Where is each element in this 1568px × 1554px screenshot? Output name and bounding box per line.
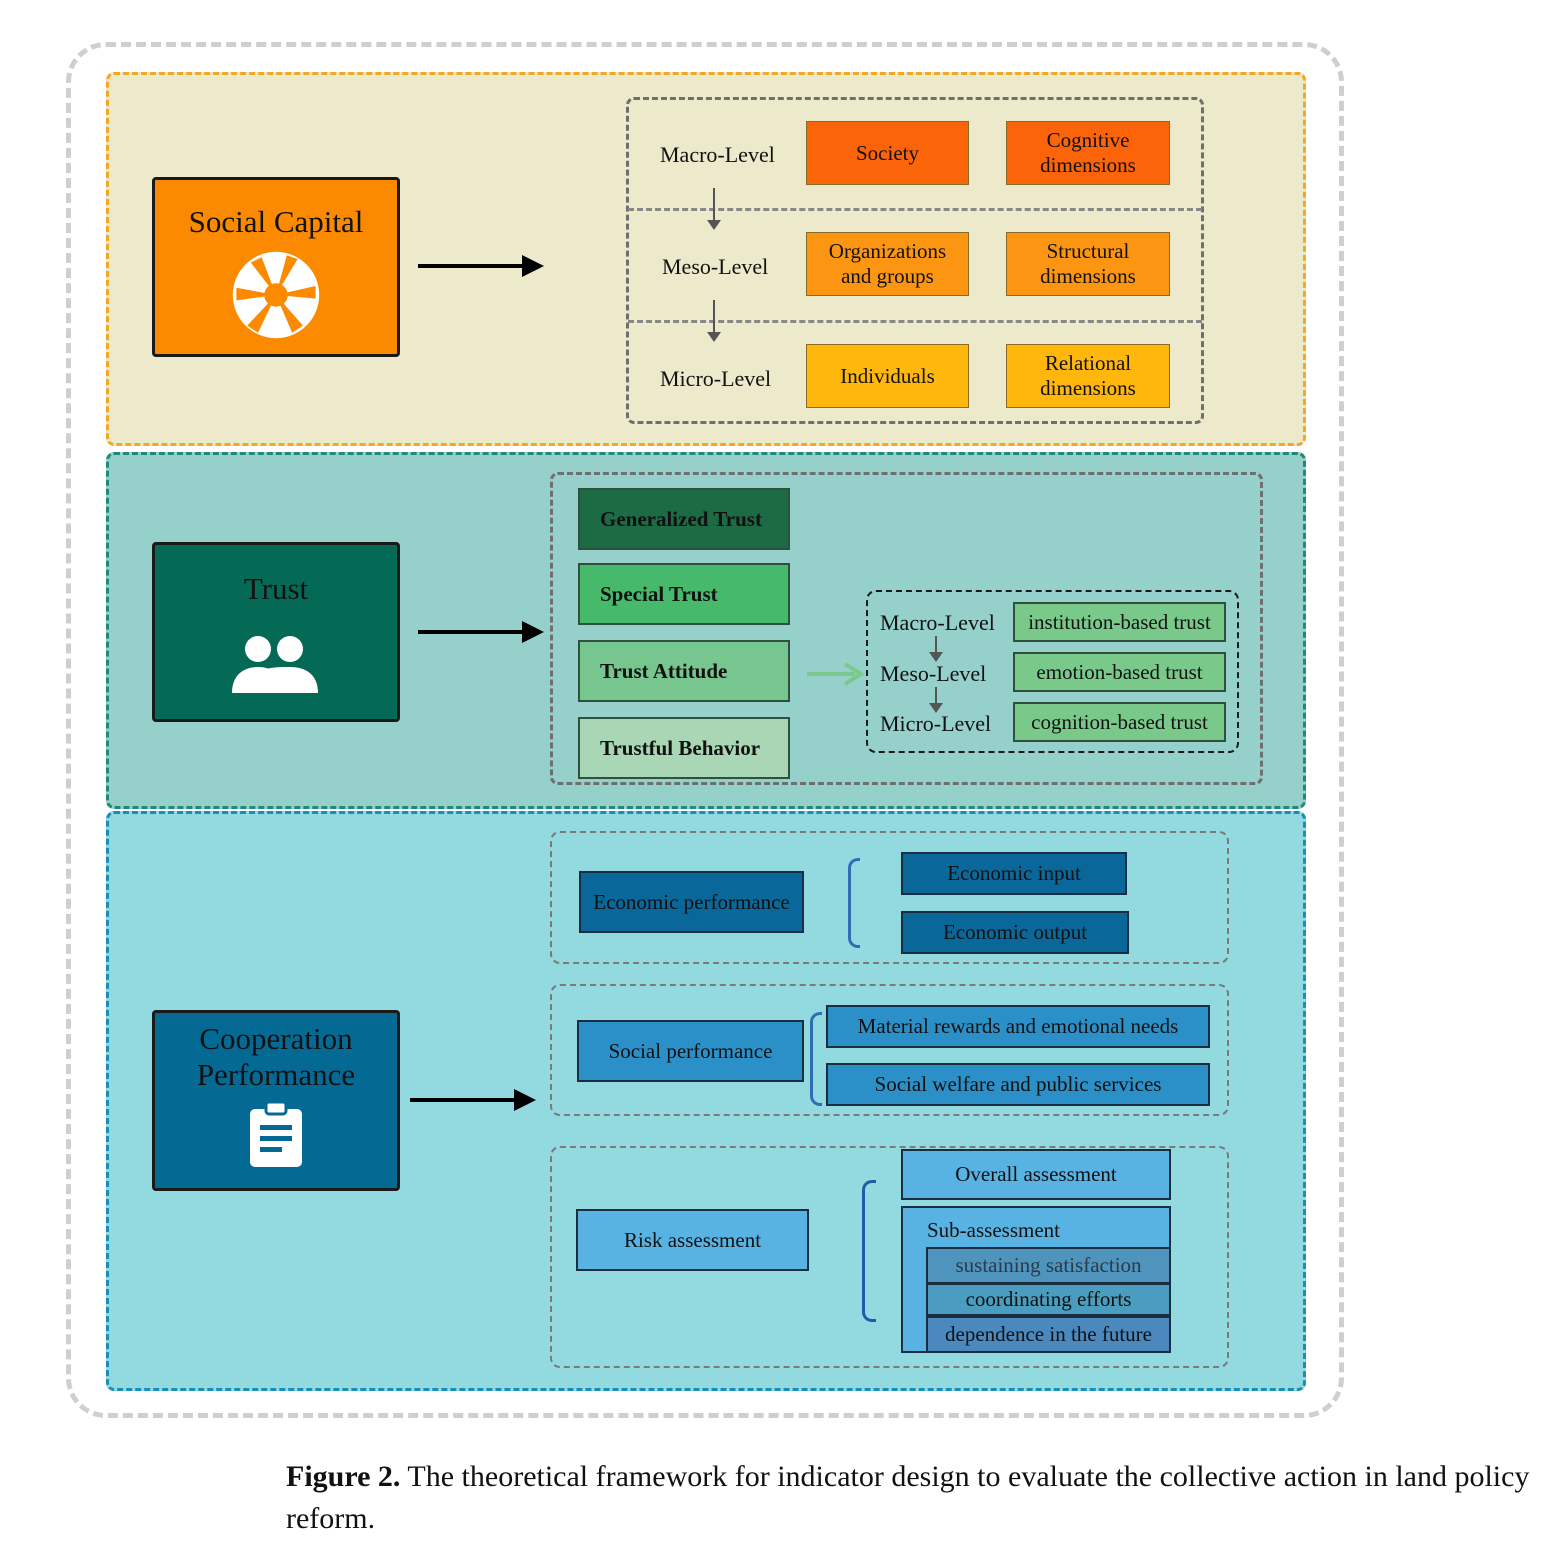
cooperation-title-line1: Cooperation	[199, 1021, 353, 1056]
level-separator	[628, 320, 1202, 323]
sc-organizations-cell: Organizations and groups	[806, 232, 969, 296]
sc-structural-cell: Structural dimensions	[1006, 232, 1170, 296]
arrow-trust	[418, 621, 544, 643]
risk-assessment-box: Risk assessment	[576, 1209, 809, 1271]
green-arrow-icon	[807, 662, 865, 686]
trust-types-group	[550, 472, 1263, 785]
trust-type-generalized: Generalized Trust	[578, 488, 790, 550]
caption-label: Figure 2.	[286, 1460, 401, 1493]
economic-group	[550, 831, 1229, 964]
economic-performance-box: Economic performance	[579, 871, 804, 933]
social-capital-levels-group	[626, 97, 1204, 424]
aperture-icon	[232, 251, 320, 339]
clipboard-icon	[250, 1100, 302, 1167]
people-icon	[232, 636, 318, 693]
institution-based-trust-cell: institution-based trust	[1013, 602, 1226, 642]
trust-header: Trust	[152, 542, 400, 722]
level-separator	[628, 208, 1202, 211]
trust-type-attitude: Trust Attitude	[578, 640, 790, 702]
trust-level-micro: Micro-Level	[880, 711, 992, 736]
arrow-cooperation	[410, 1089, 536, 1111]
social-brace	[810, 1012, 822, 1106]
economic-input-box: Economic input	[901, 852, 1127, 895]
sc-society-cell: Society	[806, 121, 969, 185]
trust-type-behavior: Trustful Behavior	[578, 717, 790, 779]
sub-item-sustaining-satisfaction: sustaining satisfaction	[926, 1247, 1171, 1284]
caption-text: The theoretical framework for indicator …	[286, 1460, 1530, 1535]
figure-caption: Figure 2. The theoretical framework for …	[286, 1456, 1556, 1540]
risk-group	[550, 1146, 1229, 1368]
outer-frame	[66, 42, 1344, 1418]
social-capital-title: Social Capital	[188, 204, 364, 239]
social-welfare-box: Social welfare and public services	[826, 1063, 1210, 1106]
trust-type-special: Special Trust	[578, 563, 790, 625]
social-capital-header: Social Capital	[152, 177, 400, 357]
arrow-social-capital	[418, 255, 544, 277]
sc-cognitive-cell: Cognitive dimensions	[1006, 121, 1170, 185]
sc-relational-cell: Relational dimensions	[1006, 344, 1170, 408]
social-group	[550, 984, 1229, 1116]
sc-level-macro: Macro-Level	[660, 142, 775, 167]
material-rewards-box: Material rewards and emotional needs	[826, 1005, 1210, 1048]
sub-item-coordinating-efforts: coordinating efforts	[926, 1283, 1171, 1316]
down-arrow	[929, 687, 943, 713]
economic-output-box: Economic output	[901, 911, 1129, 954]
sub-item-dependence-future: dependence in the future	[926, 1316, 1171, 1353]
cooperation-header: Cooperation Performance	[152, 1010, 400, 1191]
trust-levels-group	[866, 590, 1239, 753]
risk-brace	[862, 1180, 876, 1322]
sc-individuals-cell: Individuals	[806, 344, 969, 408]
down-arrow	[707, 300, 721, 342]
sub-assessment-label: Sub-assessment	[927, 1218, 1060, 1242]
trust-title: Trust	[243, 571, 309, 606]
social-performance-box: Social performance	[577, 1020, 804, 1082]
cooperation-title-line2: Performance	[196, 1057, 356, 1092]
sc-level-micro: Micro-Level	[660, 366, 772, 391]
down-arrow	[929, 636, 943, 662]
trust-level-macro: Macro-Level	[880, 610, 995, 635]
down-arrow	[707, 188, 721, 230]
cognition-based-trust-cell: cognition-based trust	[1013, 702, 1226, 742]
emotion-based-trust-cell: emotion-based trust	[1013, 652, 1226, 692]
overall-assessment-box: Overall assessment	[901, 1149, 1171, 1200]
trust-level-meso: Meso-Level	[880, 661, 987, 686]
sc-level-meso: Meso-Level	[662, 254, 769, 279]
economic-brace	[848, 858, 860, 948]
